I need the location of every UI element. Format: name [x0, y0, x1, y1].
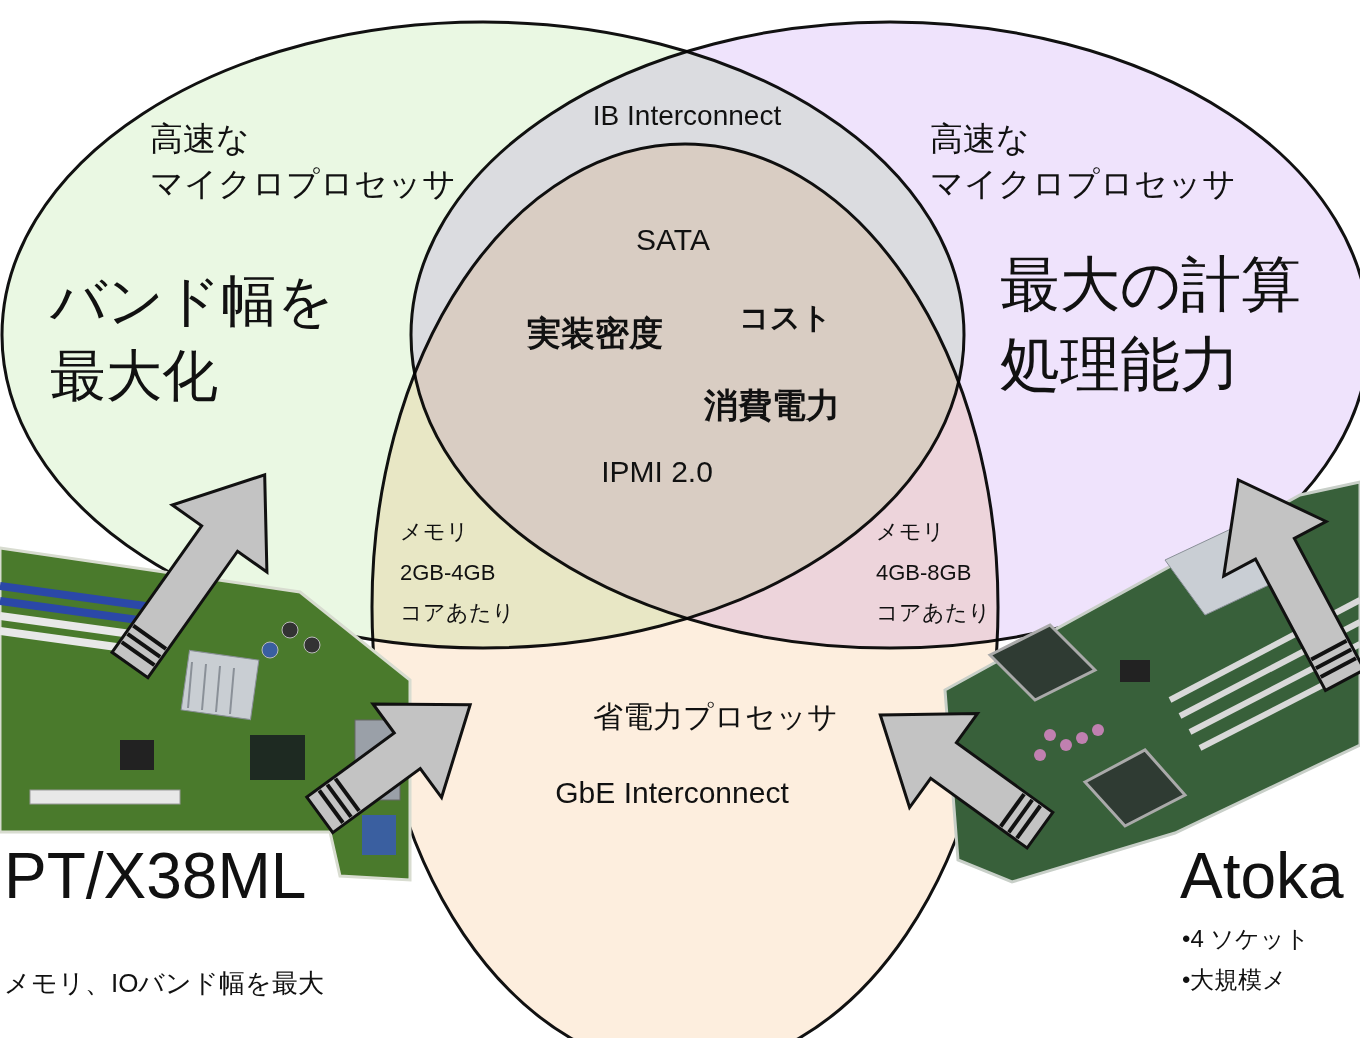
capacitor — [304, 637, 320, 653]
arrow-stripe — [1009, 800, 1032, 832]
set-text: 高速な マイクロプロセッサ — [150, 117, 480, 207]
overlap-label: コスト — [739, 300, 832, 336]
set-text: 省電力プロセッサ — [593, 699, 838, 735]
capacitor — [1076, 732, 1088, 744]
arrow-stripe — [319, 790, 343, 822]
text-holder: メモリ、IOバンド幅を最大 — [4, 968, 324, 999]
arrow-stripe — [122, 642, 155, 665]
capacitor — [1034, 749, 1046, 761]
overlap-label: SATA — [636, 222, 710, 258]
text-holder: 省電力プロセッサ — [593, 699, 838, 735]
overlap-label: メモリ 4GB-8GB コアあたり — [876, 512, 992, 634]
heatsink — [181, 650, 259, 719]
text-holder: バンド幅を 最大化 — [50, 263, 375, 413]
text-holder: IPMI 2.0 — [601, 454, 713, 490]
capacitor — [262, 642, 278, 658]
arrow-stripe — [1001, 794, 1024, 826]
board-caption: PT/X38ML — [4, 838, 306, 915]
block-arrow — [1224, 480, 1360, 691]
text-holder: コスト — [739, 300, 832, 336]
board-node: PT/X38ML メモリ、IOバンド幅を最大 — [0, 540, 410, 1038]
board-caption: •大規模メ — [1182, 966, 1287, 995]
chip — [1120, 660, 1150, 682]
io-port — [362, 815, 396, 855]
text-holder: 最大の計算 処理能力 — [1000, 245, 1330, 405]
heatsink-fin — [188, 662, 192, 708]
text-holder: 高速な マイクロプロセッサ — [930, 117, 1260, 207]
chip — [250, 735, 305, 780]
overlap-label: IPMI 2.0 — [601, 454, 713, 490]
ellipse-outline — [0, 20, 966, 650]
dimm-slot — [1190, 644, 1360, 732]
ellipse-outline — [370, 142, 1000, 1038]
overlap-label: 消費電力 — [704, 385, 840, 426]
text-holder: •4 ソケット — [1182, 925, 1310, 954]
capacitor — [282, 622, 298, 638]
capacitor — [1092, 724, 1104, 736]
capacitor — [1060, 739, 1072, 751]
arrow-stripe — [133, 626, 166, 649]
board-caption: •4 ソケット — [1182, 925, 1310, 954]
heatsink-fin — [230, 668, 234, 714]
overlap-label: IB Interconnect — [593, 99, 781, 133]
arrow-stripe — [327, 785, 351, 817]
ellipse-shape — [372, 144, 998, 1038]
set-text: 最大の計算 処理能力 — [1000, 245, 1330, 405]
text-holder: GbE Interconnect — [555, 775, 788, 811]
text-holder: メモリ 4GB-8GB コアあたり — [876, 512, 992, 634]
board-caption: メモリ、IOバンド幅を最大 — [4, 968, 324, 999]
text-holder: IB Interconnect — [593, 99, 781, 133]
set-text: GbE Interconnect — [555, 775, 788, 811]
text-holder: メモリ 2GB-4GB コアあたり — [400, 512, 516, 634]
text-holder: 実装密度 — [527, 313, 663, 354]
text-holder: SATA — [636, 222, 710, 258]
board-node: Atoka •4 ソケット •大規模メ — [940, 470, 1360, 1010]
heatsink-fin — [202, 664, 206, 710]
board-caption: Atoka — [1180, 838, 1344, 915]
venn-ellipse: 高速な マイクロプロセッサバンド幅を 最大化 — [0, 20, 966, 650]
text-holder: 高速な マイクロプロセッサ — [150, 117, 480, 207]
text-holder: Atoka — [1180, 838, 1344, 915]
block-arrow-group — [1224, 480, 1360, 691]
set-text: 高速な マイクロプロセッサ — [930, 117, 1260, 207]
text-holder: PT/X38ML — [4, 838, 306, 915]
heatsink-fin — [216, 666, 220, 712]
venn-ellipse: 省電力プロセッサ GbE Interconnect — [370, 142, 1000, 1038]
arrow-stripe — [128, 634, 161, 657]
text-holder: •大規模メ — [1182, 966, 1287, 995]
capacitor — [1044, 729, 1056, 741]
arrow-stripe — [335, 779, 359, 811]
pci-slot — [30, 790, 180, 804]
overlap-label: メモリ 2GB-4GB コアあたり — [400, 512, 516, 634]
arrow-stripe — [1311, 641, 1346, 660]
text-holder: 消費電力 — [704, 385, 840, 426]
cpu-socket — [1085, 750, 1185, 826]
chip — [120, 740, 154, 770]
set-text: バンド幅を 最大化 — [50, 263, 375, 413]
overlap-label: 実装密度 — [527, 313, 663, 354]
arrow-stripe — [1017, 806, 1040, 838]
